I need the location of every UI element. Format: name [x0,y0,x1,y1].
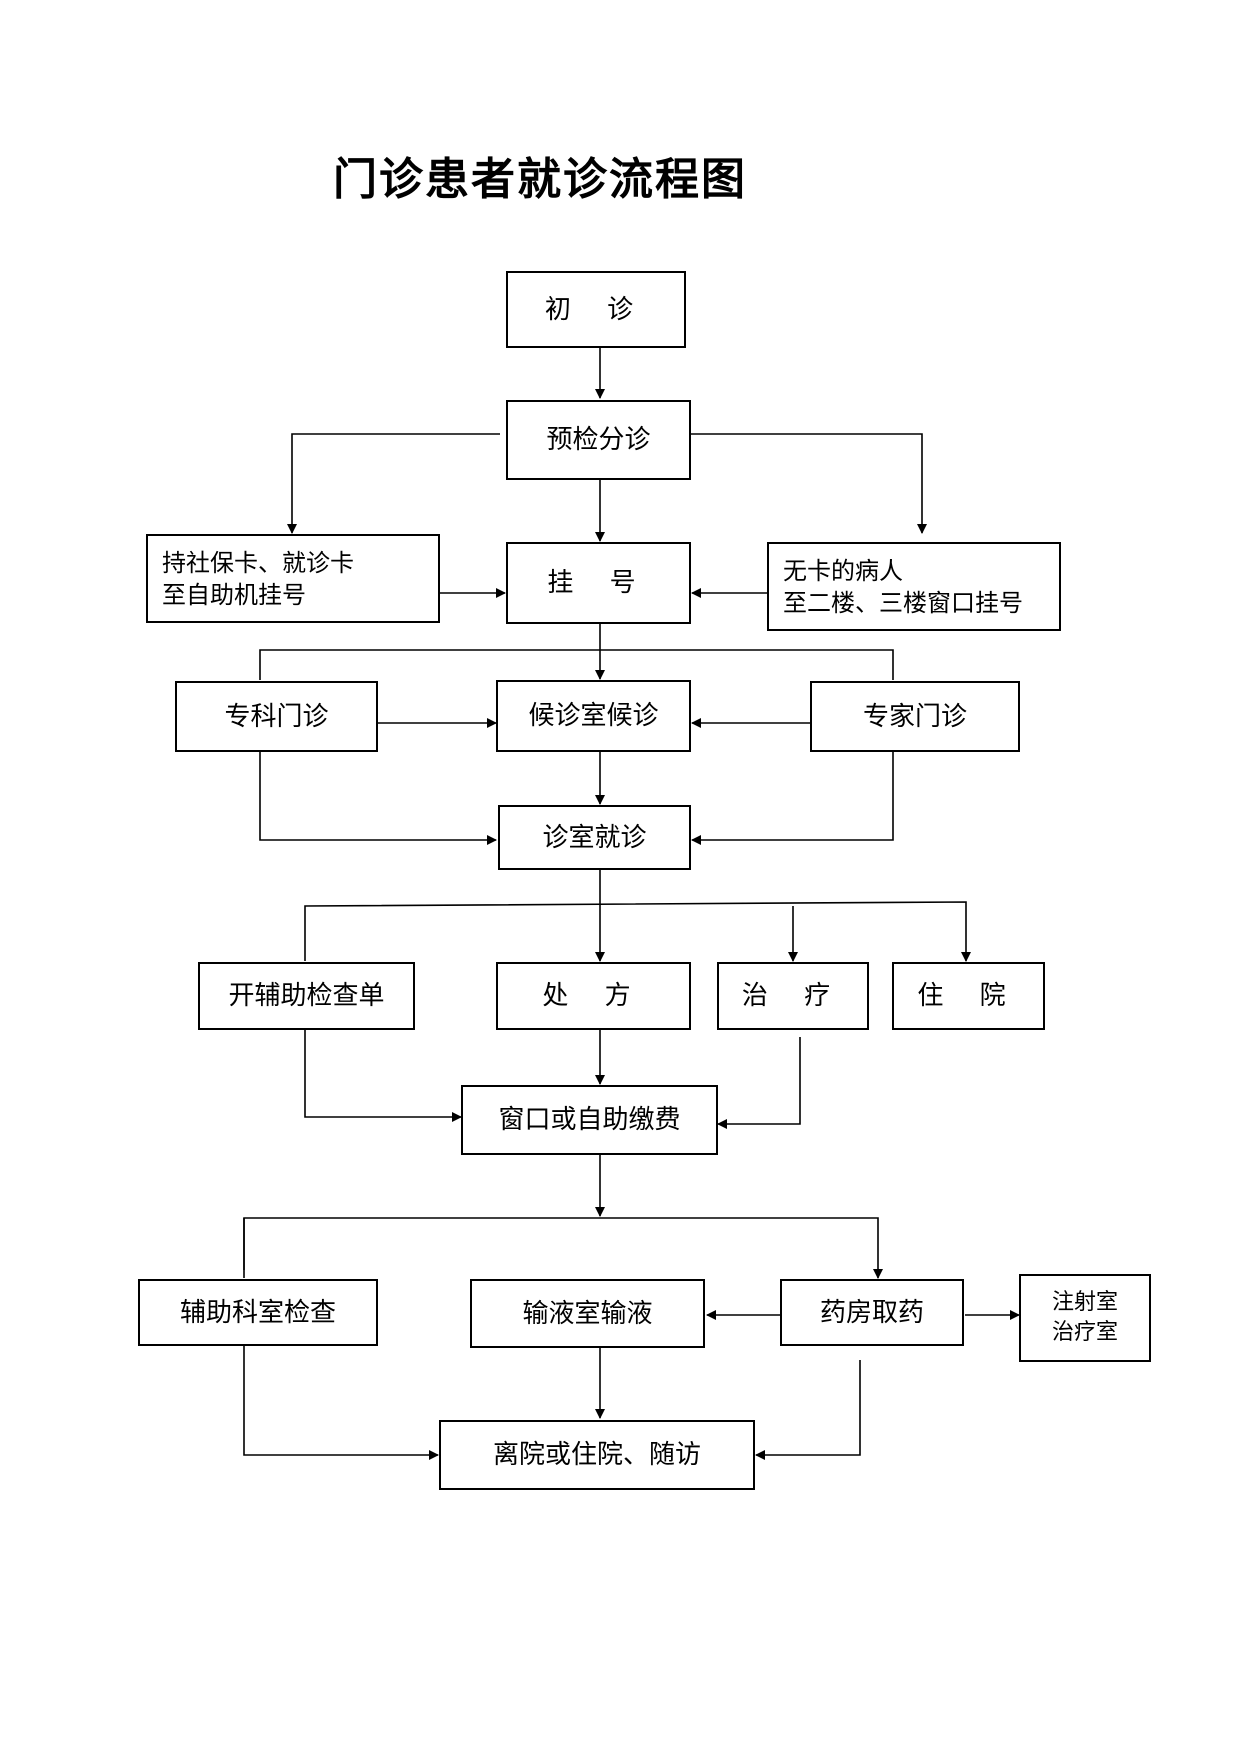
node-label: 挂 号 [547,568,650,598]
node-infusion: 输液室输液 [470,1279,705,1348]
node-aux-dept-exam: 辅助科室检查 [138,1279,378,1346]
edge-triage-to-nocard [690,433,927,534]
node-register: 挂 号 [506,542,691,624]
node-label: 无卡的病人 至二楼、三楼窗口挂号 [783,556,1023,617]
node-label: 住 院 [917,981,1020,1011]
node-label: 处 方 [542,981,645,1011]
node-consultation: 诊室就诊 [498,805,691,870]
node-label: 辅助科室检查 [179,1297,336,1328]
node-label: 持社保卡、就诊卡 至自助机挂号 [162,548,354,609]
node-label: 治 疗 [741,981,845,1011]
edge-specialty-to-consult [259,752,497,845]
node-label: 开辅助检查单 [228,981,385,1011]
node-label: 药房取药 [819,1297,924,1328]
edge-auxdept-to-discharge [243,1346,439,1460]
node-label: 输液室输液 [522,1298,653,1329]
edge-payment-branch [243,1217,883,1279]
node-label: 诊室就诊 [542,822,647,853]
edge-register-branch [259,649,894,680]
node-payment: 窗口或自助缴费 [461,1085,718,1155]
page-title: 门诊患者就诊流程图 [333,154,747,205]
node-label: 专家门诊 [862,701,967,732]
edge-consult-branch [304,901,971,962]
node-card-selfservice: 持社保卡、就诊卡 至自助机挂号 [146,534,440,623]
node-injection-room: 注射室 治疗室 [1019,1274,1151,1362]
node-label: 候诊室候诊 [528,701,659,731]
node-first-visit: 初 诊 [506,271,686,348]
node-no-card: 无卡的病人 至二楼、三楼窗口挂号 [767,542,1061,631]
node-label: 离院或住院、随访 [492,1440,701,1470]
node-label: 注射室 治疗室 [1051,1290,1118,1345]
node-label: 专科门诊 [224,701,329,732]
edge-auxorder-to-payment [304,1030,462,1122]
edge-triage-to-card [287,433,500,534]
node-pre-triage: 预检分诊 [506,400,691,480]
node-prescription: 处 方 [496,962,691,1030]
node-treatment: 治 疗 [717,962,869,1030]
node-specialty-clinic: 专科门诊 [175,681,378,752]
edge-pharmacy-to-discharge [755,1360,861,1460]
node-label: 初 诊 [544,294,648,325]
node-hospitalization: 住 院 [892,962,1045,1030]
node-expert-clinic: 专家门诊 [810,681,1020,752]
edge-treatment-to-payment [717,1037,801,1129]
node-aux-exam-order: 开辅助检查单 [198,962,415,1030]
node-label: 窗口或自助缴费 [498,1105,681,1135]
node-pharmacy: 药房取药 [780,1279,964,1346]
node-discharge: 离院或住院、随访 [439,1420,755,1490]
edge-expert-to-consult [691,752,894,845]
node-waiting-room: 候诊室候诊 [496,680,691,752]
node-label: 预检分诊 [546,425,651,455]
